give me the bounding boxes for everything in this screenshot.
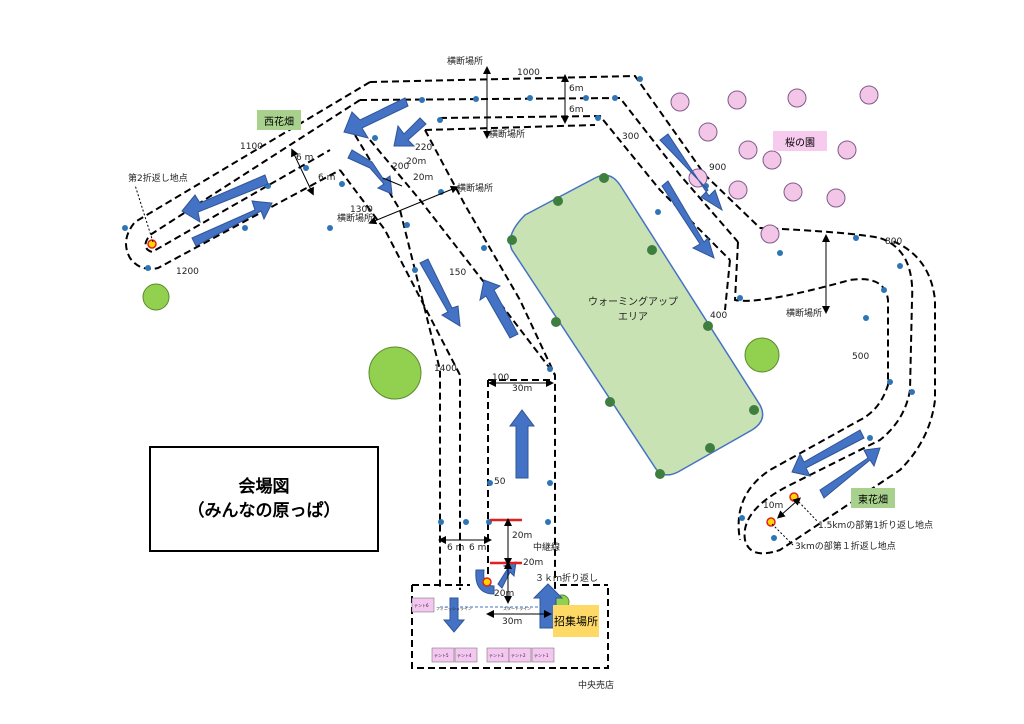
- warmup-label-line1: ウォーミングアップ: [588, 295, 678, 308]
- turn-3km-center-label: ３ｋｍ折り返し: [535, 572, 598, 584]
- dist-150: 150: [449, 268, 466, 278]
- warmup-area: [509, 174, 764, 476]
- relay-line-label: 中継線: [533, 541, 560, 553]
- width-10m: 10m: [763, 501, 783, 511]
- map-title: 会場図: [238, 477, 290, 497]
- map-subtitle: （みんなの原っぱ）: [187, 501, 341, 521]
- crossing-top-lower-label: 横断場所: [489, 128, 525, 140]
- dist-900: 900: [709, 163, 726, 173]
- length-20m-d: 20m: [523, 558, 543, 568]
- finish-line-label: フィニッシュライン: [436, 605, 472, 611]
- width-6m-c: 6 m: [296, 153, 313, 163]
- tent-6: テント6: [414, 602, 429, 608]
- dist-100: 100: [492, 373, 509, 383]
- crossing-mid-left-label: 横断場所: [337, 212, 373, 224]
- crossing-east-label: 横断場所: [786, 307, 822, 319]
- sakura-tag: 桜の園: [773, 131, 827, 151]
- dist-1200: 1200: [176, 267, 199, 277]
- width-30m-a: 30m: [512, 384, 532, 394]
- width-6m-f: 6 m: [469, 543, 486, 553]
- dist-400: 400: [710, 311, 727, 321]
- width-20m-a: 20m: [406, 157, 426, 167]
- relay-lines: [490, 518, 522, 565]
- turn-points: [147, 239, 799, 587]
- width-6m-e: 6 m: [447, 543, 464, 553]
- width-20m-b: 20m: [413, 173, 433, 183]
- turn-3km-label: 3kmの部第１折返し地点: [795, 540, 896, 552]
- dist-300: 300: [622, 132, 639, 142]
- dist-1000: 1000: [517, 68, 540, 78]
- direction-arrows: [181, 97, 881, 633]
- dist-220: 220: [415, 143, 432, 153]
- crossing-top-label: 横断場所: [447, 55, 483, 67]
- gathering-tag: 招集場所: [553, 605, 599, 637]
- dist-1400: 1400: [434, 364, 457, 374]
- dist-1300: 1300: [350, 205, 373, 215]
- warmup-posts: [507, 173, 759, 479]
- green-trees: [142, 283, 780, 610]
- width-6m-b: 6m: [569, 105, 584, 115]
- width-30m-b: 30m: [502, 617, 522, 627]
- sakura-trees: [670, 85, 879, 244]
- west-field-tag: 西花畑: [257, 110, 301, 130]
- course-lines: [125, 74, 936, 669]
- dist-200: 200: [392, 162, 409, 172]
- length-20m-e: 20m: [494, 589, 514, 599]
- cones: [122, 76, 915, 541]
- east-field-tag: 東花畑: [851, 488, 895, 508]
- tent-4: テント4: [457, 652, 472, 658]
- crossing-mid-right-label: 横断場所: [457, 182, 493, 194]
- tent-1: テント1: [534, 652, 549, 658]
- map-title-box: 会場図 （みんなの原っぱ）: [149, 446, 379, 552]
- dist-800: 800: [885, 237, 902, 247]
- length-20m-c: 20m: [512, 531, 532, 541]
- measure-lines: [134, 66, 830, 618]
- start-line-label: スタートライン: [503, 605, 531, 611]
- dist-1100: 1100: [240, 142, 263, 152]
- dist-500: 500: [852, 352, 869, 362]
- second-turn-label: 第2折返し地点: [128, 172, 188, 184]
- width-6m-a: 6m: [569, 84, 584, 94]
- shop-label: 中央売店: [578, 679, 614, 691]
- width-6m-d: 6 m: [318, 173, 335, 183]
- tent-5: テント5: [434, 652, 449, 658]
- warmup-label-line2: エリア: [618, 312, 648, 323]
- tent-2: テント2: [511, 652, 526, 658]
- dist-50: 50: [494, 477, 506, 487]
- turn-1-5km-label: 1.5kmの部第1折り返し地点: [818, 519, 933, 531]
- tent-3: テント3: [489, 652, 504, 658]
- start-area: [411, 597, 555, 663]
